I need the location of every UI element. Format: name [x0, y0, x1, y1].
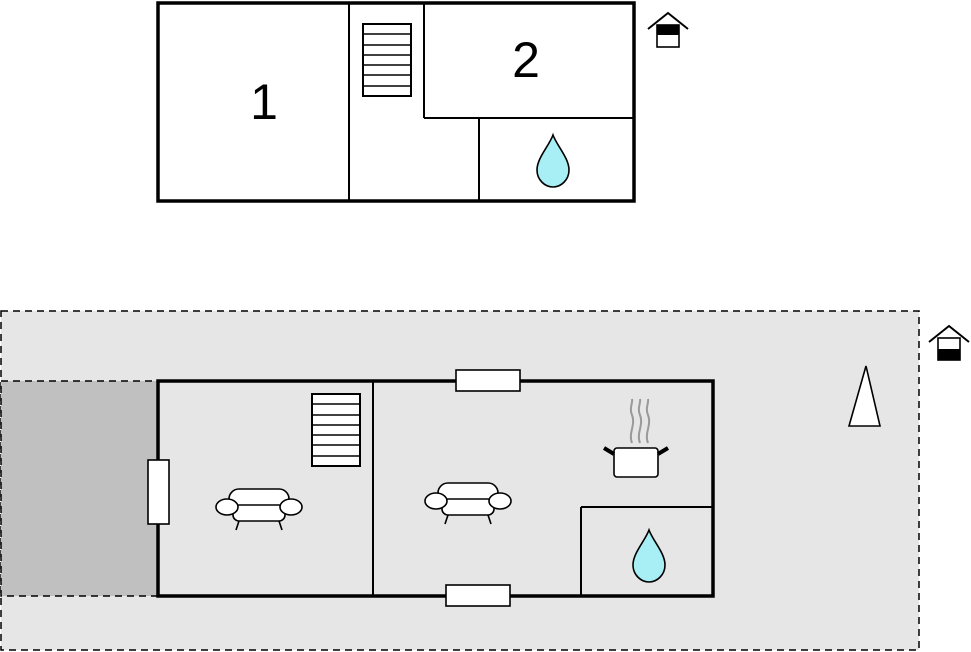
floor-upper-icon — [647, 11, 689, 48]
upper-floor-plan: 1 2 — [156, 1, 689, 203]
ground-floor-plan — [0, 310, 970, 651]
room-label-2: 2 — [512, 32, 540, 88]
stairs-icon — [362, 23, 412, 97]
room-label-1: 1 — [250, 74, 278, 130]
water-drop-icon — [536, 134, 570, 188]
floor-ground-icon — [928, 324, 970, 361]
door-left — [147, 459, 170, 525]
cooking-pot-icon — [602, 398, 670, 478]
window-top — [455, 369, 521, 392]
upper-floor-outline — [156, 1, 636, 203]
window-bottom — [445, 584, 511, 607]
stairs-icon — [311, 393, 361, 467]
terrace-area — [0, 380, 159, 597]
compass-north-icon — [847, 365, 882, 427]
